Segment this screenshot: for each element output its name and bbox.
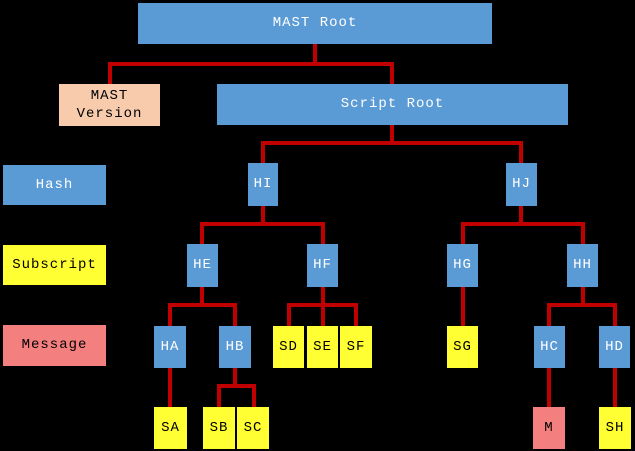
edge-segment-hh: [613, 303, 617, 328]
node-hh: HH: [567, 244, 598, 287]
node-hg: HG: [447, 244, 478, 287]
node-label: SD: [279, 338, 298, 355]
node-label: HC: [540, 338, 559, 355]
node-mast-root: MAST Root: [138, 3, 492, 44]
node-label: HA: [160, 338, 180, 355]
node-label: SH: [605, 419, 625, 436]
edge-segment-hj: [519, 206, 523, 226]
node-he: HE: [187, 244, 218, 287]
edge-segment-script-root: [390, 125, 394, 145]
node-label: Message: [21, 337, 88, 354]
node-label: SG: [453, 338, 472, 355]
node-label: HI: [253, 176, 273, 193]
edge-segment-hj: [581, 222, 585, 246]
edge-segment-script-root: [519, 141, 523, 165]
node-label: HG: [453, 257, 472, 274]
node-label: SF: [346, 338, 366, 355]
node-label: M: [544, 419, 554, 436]
node-label: SC: [243, 419, 263, 436]
node-label: SB: [209, 419, 229, 436]
node-hc: HC: [534, 326, 565, 368]
node-hi: HI: [248, 163, 278, 206]
edge-segment-hf: [321, 303, 325, 328]
edge-segment-hi: [321, 222, 325, 246]
edge-segment-hi: [200, 222, 204, 246]
node-label: Subscript: [12, 256, 97, 273]
node-se: SE: [307, 326, 338, 368]
node-sb: SB: [203, 407, 235, 449]
node-mast-version: MAST Version: [59, 84, 160, 126]
node-script-root: Script Root: [217, 84, 568, 125]
edge-segment-hd: [613, 368, 617, 409]
edge-segment-hb: [217, 384, 256, 388]
node-sa: SA: [154, 407, 187, 449]
node-hd: HD: [599, 326, 630, 368]
edge-segment-hb: [217, 384, 221, 409]
edge-segment-ha: [168, 368, 172, 409]
node-label: HE: [193, 257, 212, 274]
legend-subscript: Subscript: [3, 245, 106, 285]
node-label: HF: [313, 257, 332, 274]
edge-segment-he: [168, 303, 172, 328]
node-label: HJ: [512, 176, 531, 193]
legend-hash: Hash: [3, 165, 106, 205]
edge-segment-hh: [581, 287, 585, 307]
node-sg: SG: [447, 326, 478, 368]
node-label: SE: [313, 338, 332, 355]
edge-segment-mast-root: [108, 62, 112, 86]
edge-segment-script-root: [261, 141, 523, 145]
edge-segment-script-root: [261, 141, 265, 165]
edge-segment-hj: [461, 222, 465, 246]
legend-message: Message: [3, 325, 106, 366]
node-label: HD: [605, 338, 624, 355]
edge-segment-hh: [547, 303, 551, 328]
edge-segment-hf: [354, 303, 358, 328]
node-m: M: [533, 407, 565, 449]
edge-segment-hb: [233, 368, 237, 388]
node-sc: SC: [237, 407, 269, 449]
edge-segment-he: [168, 303, 237, 307]
node-label: Hash: [35, 176, 74, 193]
node-label: MAST Root: [272, 15, 358, 32]
node-label: SA: [161, 419, 180, 436]
edge-segment-hf: [321, 287, 325, 307]
edge-segment-hi: [200, 222, 325, 226]
edge-segment-hi: [261, 206, 265, 226]
node-hf: HF: [307, 244, 338, 287]
node-label: MAST Version: [76, 87, 143, 122]
node-label: Script Root: [340, 96, 445, 113]
node-hb: HB: [219, 326, 251, 368]
edge-segment-hc: [547, 368, 551, 409]
node-sd: SD: [273, 326, 304, 368]
edge-segment-hb: [252, 384, 256, 409]
edge-segment-hg: [461, 287, 465, 328]
node-sf: SF: [340, 326, 372, 368]
edge-segment-hf: [287, 303, 291, 328]
edge-segment-mast-root: [390, 62, 394, 86]
edge-segment-mast-root: [313, 44, 317, 66]
edge-segment-he: [200, 287, 204, 307]
node-ha: HA: [154, 326, 186, 368]
edge-segment-he: [233, 303, 237, 328]
edge-segment-hh: [547, 303, 617, 307]
edge-segment-hj: [461, 222, 585, 226]
node-sh: SH: [599, 407, 631, 449]
node-label: HH: [573, 257, 592, 274]
node-hj: HJ: [506, 163, 537, 206]
node-label: HB: [225, 338, 245, 355]
edge-segment-mast-root: [108, 62, 394, 66]
